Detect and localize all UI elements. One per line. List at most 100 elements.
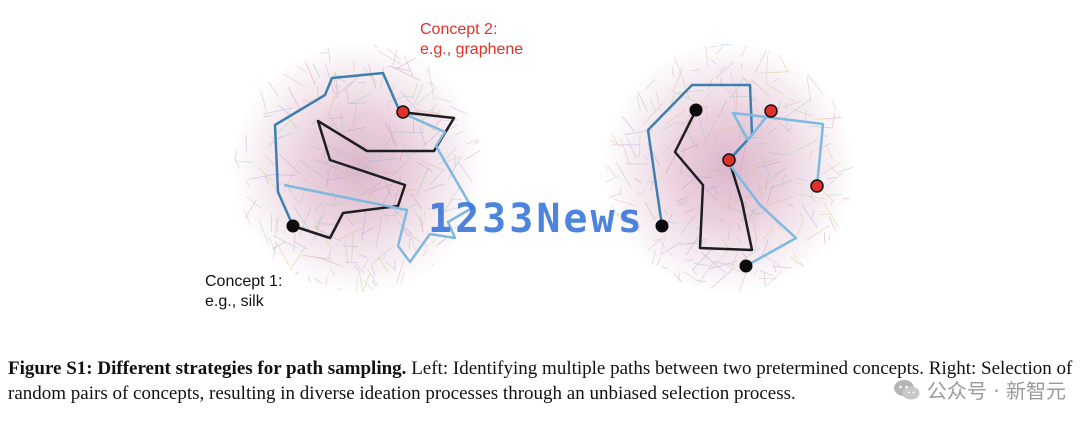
graph-strand [615,213,623,216]
graph-strand [315,257,334,263]
graph-strand [750,206,757,213]
graph-strand [754,212,765,214]
path-left-outer [273,71,402,227]
graph-strand [752,158,779,167]
graph-strand [727,190,732,212]
graph-strand [386,82,396,109]
graph-strand [801,205,818,228]
graph-strand [716,260,746,275]
graph-strand [413,84,424,104]
graph-strand [727,206,753,217]
graph-strand [682,122,699,150]
graph-strand [352,122,357,149]
graph-strand [388,65,411,72]
graph-strand [312,63,321,78]
graph-strand [652,238,664,241]
graph-strand [678,200,686,206]
graph-strand [692,248,713,271]
graph-strand [435,96,451,103]
graph-strand [243,209,251,226]
graph-strand [393,67,421,81]
graph-strand [363,44,378,48]
caption-text: Left: Identifying multiple paths between… [8,358,1073,404]
graph-strand [387,154,393,162]
graph-strand [768,152,788,156]
graph-strand [715,62,734,79]
graph-strand [265,173,275,183]
graph-strand [760,71,790,74]
path-right-lightblue-b [729,164,798,268]
graph-strand [719,217,725,222]
graph-strand [376,192,399,214]
graph-strand [449,198,463,201]
graph-strand [706,185,720,191]
node-concept1-left [286,219,300,233]
graph-strand [830,199,833,206]
graph-strand [735,89,738,112]
graph-strand [668,221,677,224]
graph-strand [422,250,427,257]
graph-strand [367,158,398,162]
graph-strand [357,81,366,84]
node-black-right-2 [655,219,669,233]
graph-strand [721,239,729,249]
graph-strand [710,267,735,289]
graph-strand [753,269,758,277]
graph-strand [665,133,684,151]
graph-strand [710,58,717,65]
graph-strand [716,44,735,55]
graph-strand [609,139,623,147]
graph-strand [316,86,319,99]
graph-strand [605,160,606,186]
graph-strand [826,146,834,161]
graph-strand [402,143,411,162]
graph-strand [362,259,369,269]
graph-strand [650,178,654,191]
graph-strand [808,149,814,161]
graph-strand [458,161,473,182]
graph-strand [748,208,756,220]
graph-strand [728,95,750,98]
graph-strand [278,153,301,175]
graph-strand [615,162,632,189]
graph-strand [611,206,626,227]
graph-strand [455,130,463,136]
graph-strand [805,225,830,241]
graph-strand [788,203,795,208]
graph-strand [766,195,794,206]
graph-strand [620,139,630,164]
graph-strand [697,114,706,139]
graph-strand [315,200,324,211]
graph-strand [367,269,380,287]
graph-strand [290,122,297,130]
graph-strand [340,109,343,129]
graph-strand [245,196,262,209]
graph-strand [350,93,372,104]
graph-strand [368,64,377,90]
graph-strand [450,106,467,115]
graph-strand [278,105,291,116]
graph-strand [661,266,668,270]
graph-strand [414,109,442,115]
graph-strand [684,198,689,204]
graph-strand [721,169,731,179]
graph-strand [684,239,707,245]
graph-strand [680,215,695,235]
graph-strand [325,169,331,188]
graph-strand [358,267,365,292]
graph-strand [672,53,685,82]
graph-strand [283,73,303,86]
graph-strand [765,178,768,191]
graph-strand [685,175,713,179]
graph-strand [733,77,744,95]
graph-strand [428,81,435,86]
graph-strand [293,232,296,252]
graph-strand [330,116,346,120]
graph-strand [843,197,853,200]
graph-strand [605,158,610,170]
wechat-icon [893,379,920,399]
graph-strand [823,232,826,244]
graph-strand [329,84,340,110]
graph-strand [370,180,400,194]
node-red-right-1 [764,104,778,118]
